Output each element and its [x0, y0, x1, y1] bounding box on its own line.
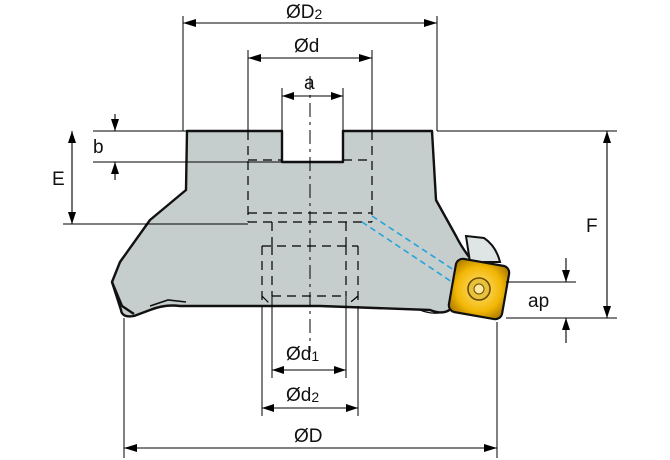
dim-d2 [261, 306, 359, 416]
dim-D [123, 318, 498, 458]
coolant-channel [361, 215, 467, 287]
label-d: Ød [294, 36, 319, 57]
flute-edge-2 [149, 299, 187, 307]
label-d2: Ød2 [286, 385, 319, 406]
dim-b [93, 114, 282, 180]
insert-icon [447, 257, 511, 321]
dim-F [437, 130, 617, 319]
label-D: ØD [294, 426, 323, 447]
dim-d1 [271, 296, 347, 378]
label-E: E [52, 169, 65, 190]
label-D2: ØD2 [286, 2, 323, 23]
label-ap: ap [528, 291, 549, 312]
label-F: F [586, 216, 598, 237]
dim-D2 [182, 16, 438, 131]
label-d1: Ød1 [286, 344, 319, 365]
dim-a [281, 88, 344, 131]
insert-pocket [464, 234, 502, 263]
cutter-body [110, 129, 472, 318]
label-b: b [93, 137, 104, 158]
label-a: a [304, 73, 315, 94]
flute-edge [110, 281, 135, 315]
dim-d [247, 50, 373, 131]
dim-E [63, 131, 248, 225]
dim-ap [506, 258, 576, 343]
